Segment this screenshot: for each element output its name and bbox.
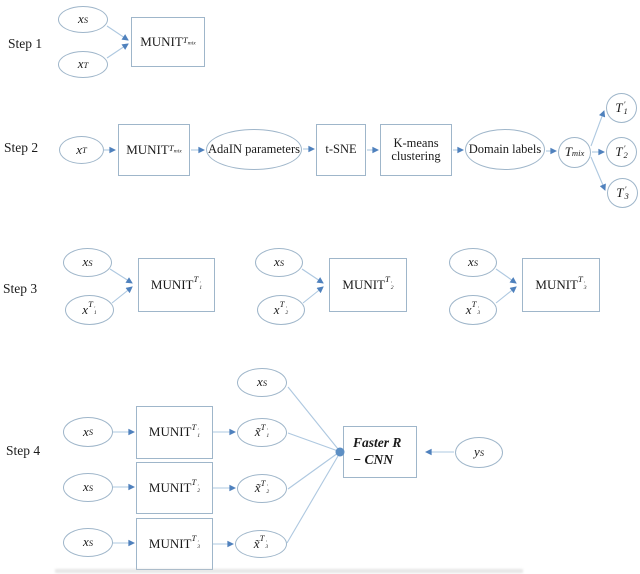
step2-domain-labels-ellipse: Domain labels: [465, 129, 545, 170]
step4-r1-output-ellipse: x̃T′1: [237, 418, 287, 447]
line-s4-fan-x2: [287, 452, 339, 490]
step2-kmeans-box: K-means clustering: [380, 124, 452, 176]
scan-artifact: [55, 569, 523, 573]
step1-label: Step 1: [8, 36, 43, 51]
arrow-s1-tgt-munit: [106, 43, 129, 59]
step2-adain-ellipse: AdaIN parameters: [206, 129, 302, 170]
line-s4-fan-x1: [287, 432, 339, 452]
step2-target2-circle: T′2: [606, 137, 637, 167]
arrow-s3-g3-tgt: [495, 286, 517, 304]
step4-faster-rcnn-box: Faster R − CNN: [343, 426, 417, 478]
step4-r2-output-ellipse: x̃T′2: [237, 474, 287, 503]
arrow-s2-tmix-t3: [590, 156, 606, 191]
step2-target1-circle: T′1: [606, 93, 637, 123]
step4-r3-output-ellipse: x̃T′3: [235, 530, 287, 558]
line-s4-fan-x3: [286, 455, 339, 544]
step4-label: Step 4: [6, 443, 41, 458]
step2-tsne-box: t-SNE: [316, 124, 366, 176]
step2-target3-circle: T′3: [607, 178, 638, 208]
arrow-s3-g2-tgt: [302, 286, 324, 304]
arrow-s2-tmix-t1: [590, 110, 606, 147]
step3-label: Step 3: [3, 281, 38, 296]
arrow-s3-g1-src: [109, 268, 133, 284]
step2-label: Step 2: [4, 140, 39, 155]
arrow-s1-src-munit: [106, 25, 129, 41]
arrow-s3-g2-src: [301, 268, 324, 284]
arrow-s3-g3-src: [495, 268, 517, 284]
line-s4-fan-xs: [287, 386, 339, 450]
arrow-s3-g1-tgt: [111, 286, 133, 304]
